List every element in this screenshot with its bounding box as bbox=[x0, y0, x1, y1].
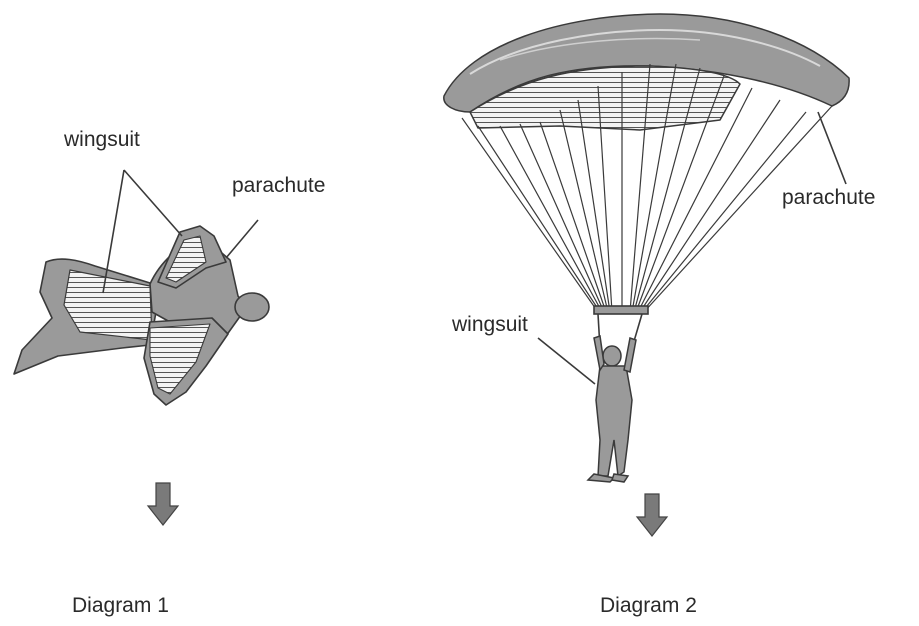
diagram1-wingsuit-label: wingsuit bbox=[64, 128, 140, 152]
flyer-head bbox=[235, 293, 269, 321]
down-arrow-icon bbox=[637, 494, 667, 536]
parachutist-figure bbox=[588, 336, 636, 482]
diagram2-caption: Diagram 2 bbox=[600, 594, 697, 618]
parachute-pointer-1 bbox=[226, 220, 258, 258]
diagram2-parachute-label: parachute bbox=[782, 186, 875, 210]
diagram1-caption: Diagram 1 bbox=[72, 594, 169, 618]
wingsuit-pointer-c bbox=[538, 338, 595, 384]
wingsuit-pointer-b bbox=[124, 170, 182, 236]
parachute-pointer-2 bbox=[818, 112, 846, 184]
harness bbox=[594, 306, 648, 348]
down-arrow-icon bbox=[148, 483, 178, 525]
diagram1-parachute-label: parachute bbox=[232, 174, 325, 198]
diagram2-wingsuit-label: wingsuit bbox=[452, 313, 528, 337]
